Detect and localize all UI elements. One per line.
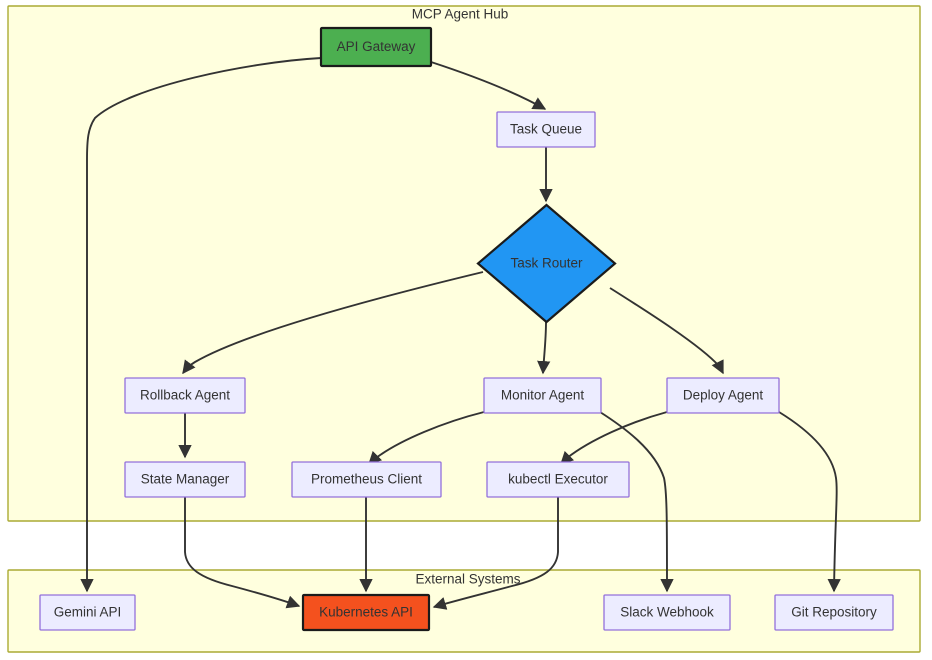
edge-deploy-agent-git-repository [778,411,841,593]
node-git-repository-label: Git Repository [791,605,877,620]
edge-kubectl-executor-kubernetes-api [432,497,559,610]
node-task-router-shape [476,203,617,324]
node-gemini-api-label: Gemini API [54,605,122,620]
cluster-external-systems-rect [7,569,921,653]
node-monitor-agent-shape [483,377,602,414]
edge-task-router-monitor-agent [537,321,551,375]
node-slack-webhook-label: Slack Webhook [620,605,714,620]
cluster-mcp-agent-hub: MCP Agent Hub [7,5,921,522]
node-kubectl-executor[interactable]: kubectl Executor [486,461,630,498]
node-slack-webhook-shape [603,594,731,631]
node-task-queue-shape [496,111,596,148]
node-kubernetes-api-shape [301,593,431,632]
node-kubernetes-api-label: Kubernetes API [319,605,413,620]
node-prometheus-client[interactable]: Prometheus Client [291,461,442,498]
node-gemini-api[interactable]: Gemini API [39,594,136,631]
node-state-manager[interactable]: State Manager [124,461,246,498]
node-slack-webhook[interactable]: Slack Webhook [603,594,731,631]
node-rollback-agent[interactable]: Rollback Agent [124,377,246,414]
node-api-gateway-label: API Gateway [337,39,416,54]
node-git-repository-shape [774,594,894,631]
node-prometheus-client-label: Prometheus Client [311,472,422,487]
node-gemini-api-shape [39,594,136,631]
cluster-mcp-agent-hub-label: MCP Agent Hub [412,7,509,22]
node-rollback-agent-label: Rollback Agent [140,388,230,403]
cluster-external-systems-label: External Systems [415,572,520,587]
node-monitor-agent[interactable]: Monitor Agent [483,377,602,414]
edge-state-manager-kubernetes-api [184,497,301,609]
edge-api-gateway-gemini-api [80,57,322,593]
cluster-external-systems: External Systems [7,569,921,653]
node-kubectl-executor-shape [486,461,630,498]
edge-task-router-rollback-agent [182,271,484,375]
node-task-router-label: Task Router [510,256,583,271]
node-prometheus-client-shape [291,461,442,498]
edge-monitor-agent-slack-webhook [599,411,674,593]
node-rollback-agent-shape [124,377,246,414]
node-deploy-agent-label: Deploy Agent [683,388,764,403]
node-api-gateway[interactable]: API Gateway [319,26,433,68]
node-state-manager-label: State Manager [141,472,230,487]
node-api-gateway-shape [319,26,433,68]
edge-api-gateway-task-queue [430,61,547,110]
node-kubernetes-api[interactable]: Kubernetes API [301,593,431,632]
node-git-repository[interactable]: Git Repository [774,594,894,631]
node-deploy-agent-shape [666,377,780,414]
node-task-queue[interactable]: Task Queue [496,111,596,148]
node-kubectl-executor-label: kubectl Executor [508,472,608,487]
node-task-router[interactable]: Task Router [476,203,617,324]
node-task-queue-label: Task Queue [510,122,582,137]
node-deploy-agent[interactable]: Deploy Agent [666,377,780,414]
cluster-mcp-agent-hub-rect [7,5,921,522]
edge-task-router-deploy-agent [609,287,724,375]
node-monitor-agent-label: Monitor Agent [501,388,585,403]
node-state-manager-shape [124,461,246,498]
